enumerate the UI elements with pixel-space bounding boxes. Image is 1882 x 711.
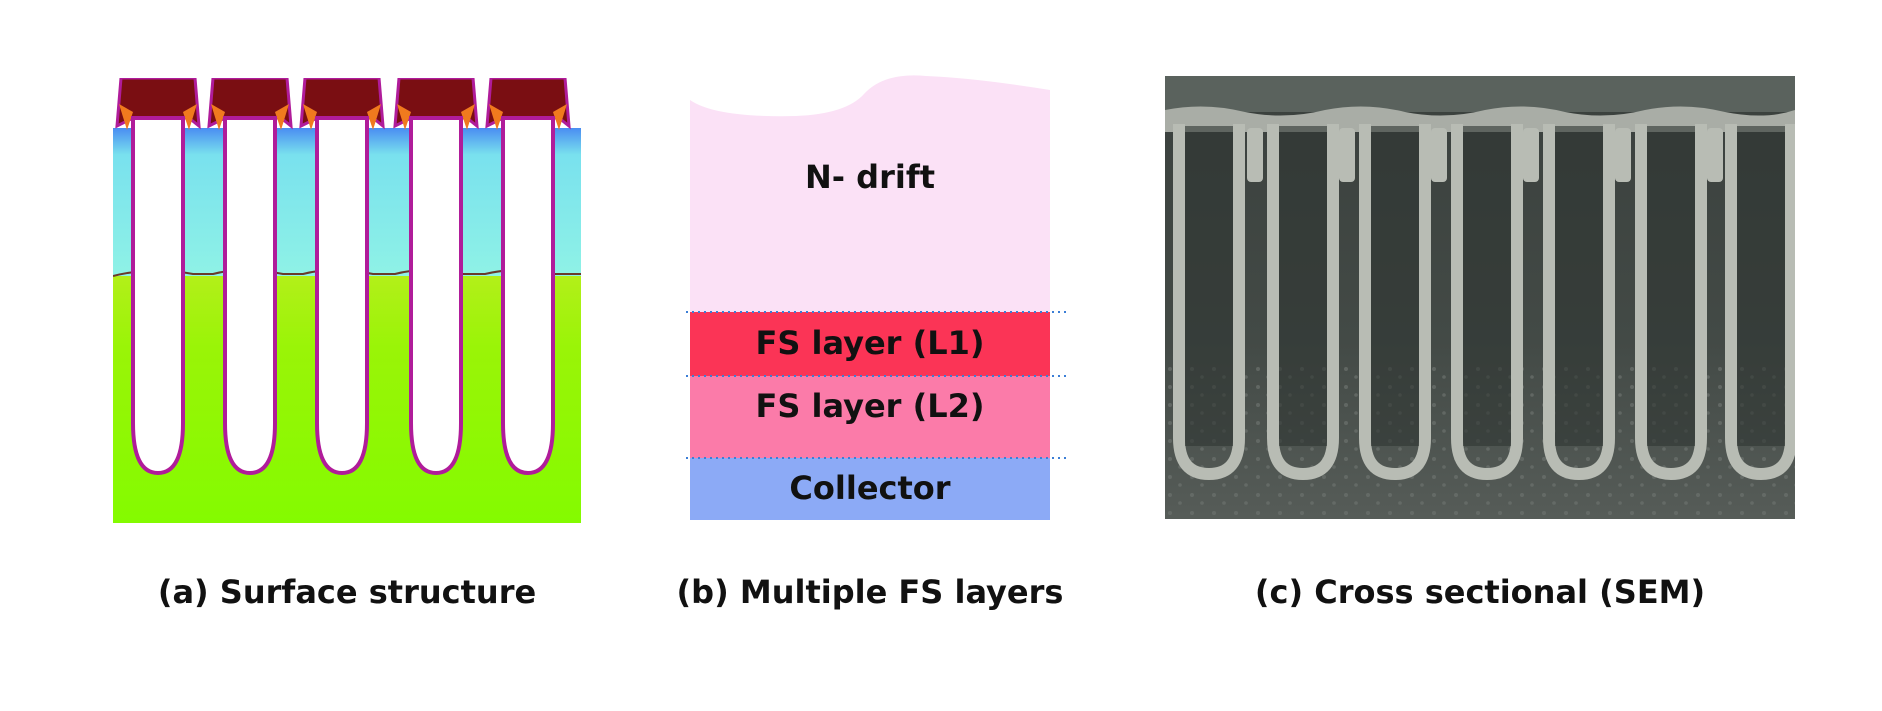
sem-top-rough-layer: [1165, 76, 1795, 112]
layer-n-drift: [690, 75, 1050, 312]
trench-icon: [393, 78, 479, 476]
layer-fs-l2: [690, 376, 1050, 458]
layer-collector: [690, 458, 1050, 520]
trench-icon: [1543, 124, 1615, 481]
sem-gate-stub: [1615, 128, 1631, 182]
trench-icon: [1267, 124, 1339, 481]
sem-gate-stub: [1339, 128, 1355, 182]
panel-c-sem-image: [1165, 76, 1795, 519]
sem-gate-stub: [1523, 128, 1539, 182]
sem-gate-stub: [1431, 128, 1447, 182]
layer-label-n-drift: N- drift: [805, 158, 935, 196]
trench-icon: [1359, 124, 1431, 481]
layer-label-fs-l1: FS layer (L1): [755, 324, 984, 362]
layer-label-fs-l2: FS layer (L2): [755, 387, 984, 425]
trench-icon: [1725, 124, 1795, 481]
trench-icon: [115, 78, 201, 476]
caption-c: (c) Cross sectional (SEM): [1254, 573, 1706, 611]
panel-b-fs-layers: N- drift FS layer (L1) FS layer (L2) Col…: [686, 75, 1066, 520]
sem-gate-stub: [1247, 128, 1263, 182]
panel-a-surface-structure: [113, 78, 581, 523]
trench-icon: [1173, 124, 1245, 481]
trench-icon: [1635, 124, 1707, 481]
trench-icon: [299, 78, 385, 476]
layer-fs-l1: [690, 312, 1050, 376]
caption-a: (a) Surface structure: [157, 573, 537, 611]
layer-label-collector: Collector: [789, 469, 950, 507]
sem-gate-stub: [1707, 128, 1723, 182]
trench-icon: [207, 78, 293, 476]
trench-icon: [485, 78, 571, 476]
caption-b: (b) Multiple FS layers: [676, 573, 1064, 611]
trench-icon: [1451, 124, 1523, 481]
